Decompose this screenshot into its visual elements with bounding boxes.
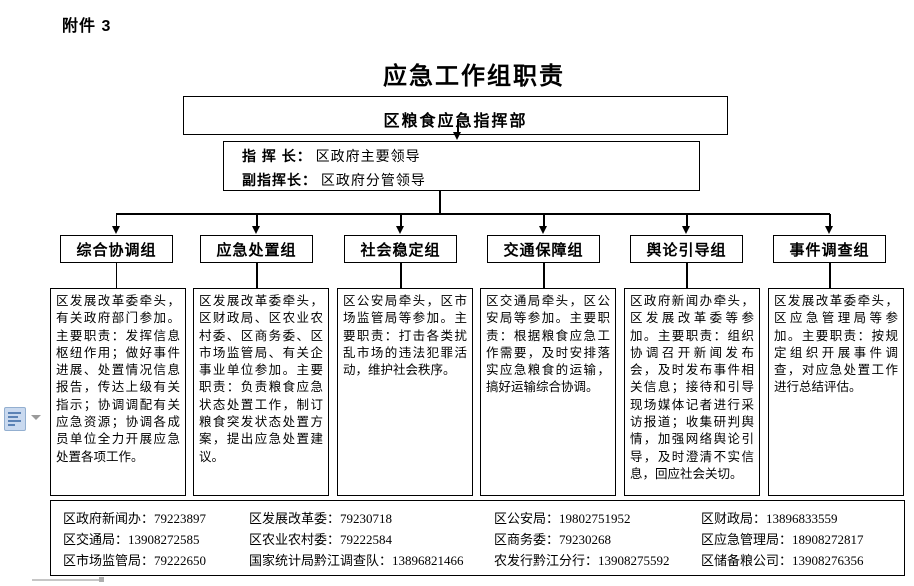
connector-line [400, 214, 402, 228]
attachment-label: 附件 3 [62, 18, 112, 35]
group-label: 事件调查组 [789, 241, 870, 259]
scroll-hint-line [32, 579, 102, 581]
group-box-coordination: 综合协调组 [60, 235, 173, 263]
desc-box-coordination: 区发展改革委牵头，有关政府部门参加。主要职责：发挥信息枢纽作用；做好事件进展、处… [50, 288, 186, 496]
connector-line [457, 119, 459, 134]
down-arrow-icon [112, 226, 120, 234]
group-box-transport: 交通保障组 [487, 235, 600, 263]
group-label: 交通保障组 [503, 241, 584, 259]
contact-item: 区交通局：13908272585 [63, 532, 200, 547]
deputy-value: 区政府分管领导 [320, 174, 426, 189]
down-arrow-icon [539, 226, 547, 234]
connector-line [543, 214, 545, 228]
desc-box-publicity: 区政府新闻办牵头，区发展改革委等参加。主要职责：组织协调召开新闻发布会，及时发布… [624, 288, 760, 496]
down-arrow-icon [825, 226, 833, 234]
down-arrow-icon [453, 132, 461, 140]
connector-line [686, 263, 688, 288]
group-box-response: 应急处置组 [200, 235, 313, 263]
connector-line [256, 214, 258, 228]
contact-item: 区市场监管局：79222650 [63, 553, 207, 568]
group-box-investigation: 事件调查组 [773, 235, 886, 263]
group-box-stability: 社会稳定组 [344, 235, 457, 263]
deputy-commander-line: 副指挥长： 区政府分管领导 [242, 169, 699, 193]
caret-down-icon [31, 415, 41, 420]
commander-line: 指 挥 长： 区政府主要领导 [242, 145, 699, 169]
desc-box-investigation: 区发展改革委牵头，区应急管理局等参加。主要职责：按规定组织开展事件调查，对应急处… [768, 288, 904, 496]
group-label: 综合协调组 [76, 241, 157, 259]
desc-box-response: 区发展改革委牵头，区财政局、区农业农村委、区商务委、区市场监管局、有关企事业单位… [193, 288, 329, 496]
command-headquarters-box: 区粮食应急指挥部 [183, 96, 728, 135]
connector-line [829, 263, 831, 288]
connector-line [115, 263, 118, 288]
group-box-publicity: 舆论引导组 [630, 235, 743, 263]
connector-line [116, 213, 830, 215]
group-label: 社会稳定组 [360, 241, 441, 259]
contact-item: 区农业农村委：79222584 [249, 532, 393, 547]
desc-box-transport: 区交通局牵头，区公安局等参加。主要职责：根据粮食应急工作需要，及时安排落实应急粮… [480, 288, 616, 496]
contact-item: 区发展改革委：79230718 [249, 511, 393, 526]
contact-item: 国家统计局黔江调查队：13896821466 [249, 553, 464, 568]
scroll-hint-tip [99, 577, 104, 582]
contacts-grid: 区政府新闻办：79223897 区发展改革委：79230718 区公安局：198… [63, 508, 904, 571]
connector-line [439, 191, 441, 214]
deputy-role-label: 副指挥长： [242, 172, 317, 188]
group-label: 舆论引导组 [646, 241, 727, 259]
desc-box-stability: 区公安局牵头，区市场监管局等参加。主要职责：打击各类扰乱市场的违法犯罪活动，维护… [337, 288, 473, 496]
connector-line [543, 263, 545, 288]
down-arrow-icon [682, 226, 690, 234]
anchor-icon-line [8, 424, 15, 426]
contact-item: 区应急管理局：18908272817 [701, 532, 864, 547]
contact-item: 区商务委：79230268 [494, 532, 612, 547]
command-headquarters-label: 区粮食应急指挥部 [383, 113, 528, 130]
connector-line [829, 214, 831, 228]
contact-item: 区政府新闻办：79223897 [63, 511, 207, 526]
connector-line [686, 214, 688, 228]
anchor-icon-line [8, 412, 21, 414]
anchor-icon-line [8, 416, 18, 418]
leaders-box: 指 挥 长： 区政府主要领导 副指挥长： 区政府分管领导 [223, 141, 700, 191]
contact-item: 区财政局：13896833559 [701, 511, 838, 526]
group-label: 应急处置组 [216, 241, 297, 259]
page-title: 应急工作组职责 [383, 63, 565, 90]
contact-item: 农发行黔江分行：13908275592 [494, 553, 670, 568]
down-arrow-icon [252, 226, 260, 234]
contacts-box: 区政府新闻办：79223897 区发展改革委：79230718 区公安局：198… [50, 500, 905, 576]
contact-item: 区储备粮公司：13908276356 [701, 553, 864, 568]
commander-value: 区政府主要领导 [315, 150, 421, 165]
commander-role-label: 指 挥 长： [242, 148, 312, 164]
connector-line [115, 214, 118, 228]
connector-line [256, 263, 258, 288]
contact-item: 区公安局：19802751952 [494, 511, 631, 526]
connector-line [400, 263, 402, 288]
paragraph-anchor-icon[interactable] [4, 407, 26, 431]
down-arrow-icon [396, 226, 404, 234]
anchor-icon-line [8, 420, 21, 422]
